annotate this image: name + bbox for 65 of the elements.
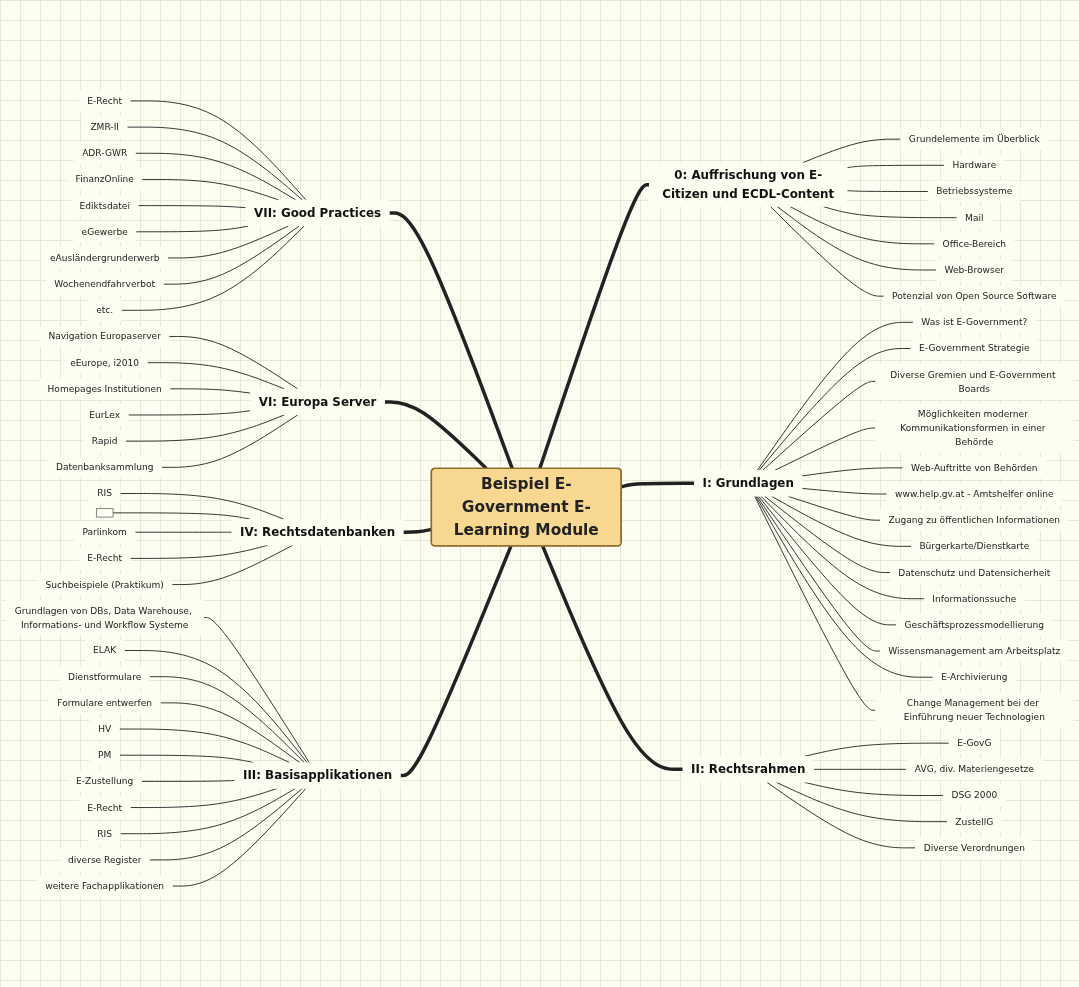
connector (760, 495, 925, 600)
connector (754, 495, 876, 711)
connector (130, 100, 307, 201)
connector (112, 512, 251, 520)
connector (149, 788, 303, 861)
connector (813, 768, 907, 770)
connector (149, 676, 305, 763)
connector (119, 728, 290, 763)
connector (762, 381, 876, 471)
connector (400, 545, 513, 778)
connector (135, 152, 297, 201)
connector (755, 495, 934, 678)
connector (776, 206, 937, 271)
connector (163, 225, 300, 285)
connector (771, 495, 912, 547)
connector (538, 182, 650, 470)
connector (128, 410, 251, 416)
connector (130, 544, 269, 559)
connector (621, 481, 695, 489)
connector (802, 138, 901, 164)
connector (756, 321, 914, 471)
connector (167, 225, 289, 259)
connector (119, 788, 296, 835)
connector (758, 495, 897, 626)
connector (137, 205, 247, 209)
node-box (95, 508, 114, 518)
connector (789, 206, 935, 245)
connector (384, 400, 488, 470)
connector (169, 388, 251, 394)
connector (846, 164, 945, 169)
connector (171, 544, 294, 586)
connector (801, 467, 904, 477)
connector (846, 190, 929, 192)
connector (119, 754, 255, 763)
connector (766, 781, 916, 849)
connector (758, 348, 912, 471)
connector (135, 225, 249, 233)
connector (770, 206, 885, 297)
connector (161, 414, 299, 468)
connector (776, 781, 948, 823)
connector (125, 414, 285, 442)
node-box: RIS (88, 482, 121, 505)
connector (389, 211, 514, 470)
connector (124, 650, 308, 763)
connector (804, 742, 950, 757)
connector (541, 545, 683, 772)
connector (119, 493, 285, 520)
connector (130, 788, 278, 808)
connector (160, 702, 301, 763)
connector (141, 179, 280, 201)
connector (168, 336, 299, 390)
connector (804, 781, 944, 796)
connector (801, 487, 888, 495)
connector (823, 206, 958, 219)
connector (147, 362, 285, 390)
connector (121, 225, 305, 311)
connector (203, 617, 310, 763)
connector (126, 126, 303, 201)
connector (774, 427, 876, 471)
connector (172, 788, 307, 887)
connector (141, 779, 236, 782)
connector (756, 495, 881, 652)
connector (787, 495, 881, 521)
connector (764, 495, 891, 573)
connector (134, 531, 233, 533)
